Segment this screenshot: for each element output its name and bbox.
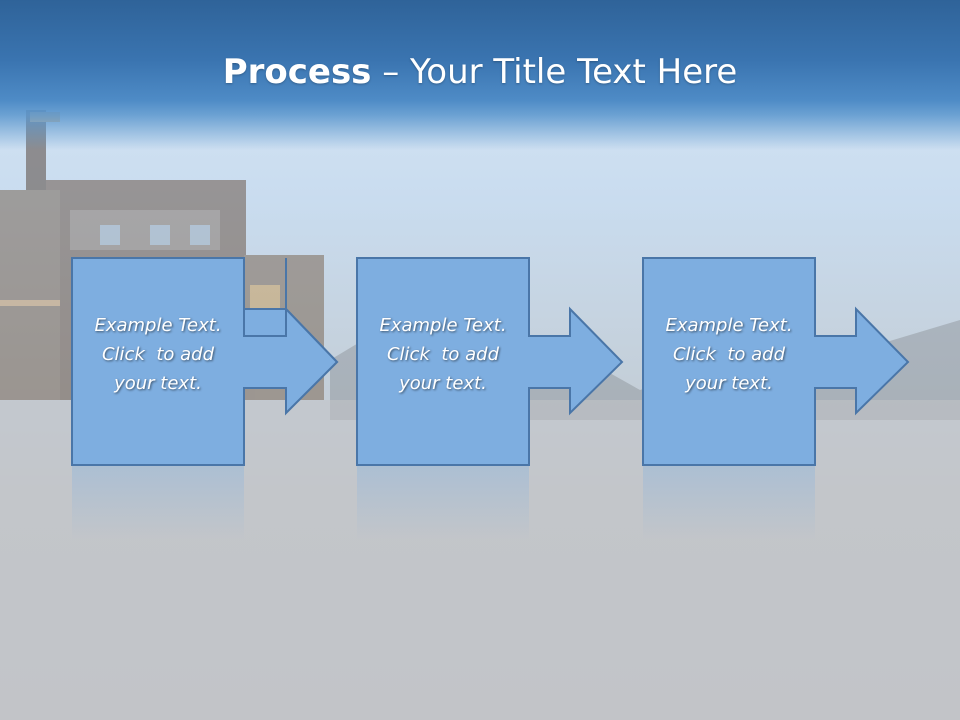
step-3-shape[interactable]	[642, 257, 910, 466]
step-2-line-3: your text.	[399, 373, 487, 394]
title-bar	[0, 0, 960, 150]
step-1-line-2: Click to add	[101, 344, 214, 365]
step-2-shape[interactable]	[356, 257, 624, 466]
title-bold-part: Process	[222, 52, 372, 92]
step-2-text[interactable]: Example Text. Click to add your text.	[357, 311, 529, 398]
slide-title[interactable]: Process – Your Title Text Here	[0, 52, 960, 92]
process-step-1-reflection	[72, 466, 244, 540]
step-2-line-2: Click to add	[386, 344, 499, 365]
step-3-line-3: your text.	[685, 373, 773, 394]
process-step-2-reflection	[357, 466, 529, 540]
step-2-line-1: Example Text.	[379, 315, 507, 336]
step-1-text[interactable]: Example Text. Click to add your text.	[72, 311, 244, 398]
step-3-text[interactable]: Example Text. Click to add your text.	[643, 311, 815, 398]
process-step-3[interactable]	[642, 257, 910, 466]
step-1-line-1: Example Text.	[94, 315, 222, 336]
title-rest-part: – Your Title Text Here	[371, 52, 738, 92]
step-3-line-1: Example Text.	[665, 315, 793, 336]
process-step-2[interactable]	[356, 257, 624, 466]
step-3-line-2: Click to add	[672, 344, 785, 365]
process-step-3-reflection	[643, 466, 815, 540]
step-1-line-3: your text.	[114, 373, 202, 394]
